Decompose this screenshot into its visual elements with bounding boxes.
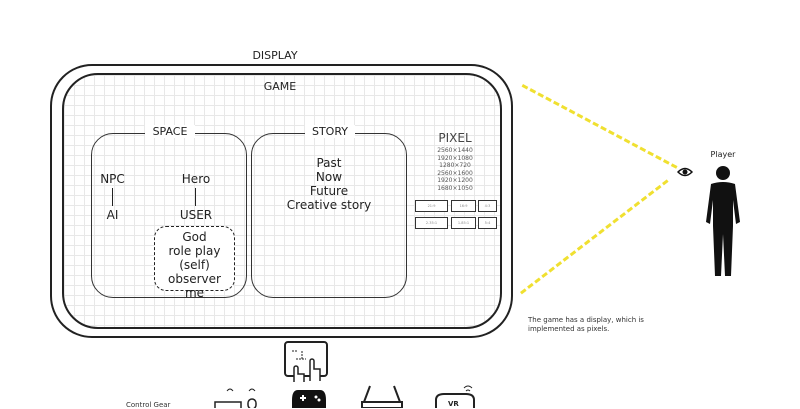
role-observer: observer xyxy=(168,272,221,286)
pixel-label: PIXEL xyxy=(438,131,472,145)
ratio-21-9: 21:9 xyxy=(415,200,448,212)
control-gear-label: Control Gear xyxy=(126,401,171,409)
display-frame xyxy=(50,64,513,338)
role-role-play: role play (self) xyxy=(168,244,221,272)
resolution-list: 2560×1440 1920×1080 1280×720 2560×1600 1… xyxy=(425,147,485,192)
eye-icon xyxy=(677,167,693,177)
story-past: Past xyxy=(316,156,342,170)
ratio-2-35: 2.35:1 xyxy=(415,217,448,229)
user-roles-box: God role play (self) observer me xyxy=(154,226,235,300)
resolution: 1680×1050 xyxy=(437,184,473,192)
display-label: DISPLAY xyxy=(240,49,310,62)
story-now: Now xyxy=(315,170,343,184)
role-god: God xyxy=(182,230,207,244)
hero-user-link xyxy=(195,188,196,206)
caption: The game has a display, which is impleme… xyxy=(528,316,644,333)
ratio-1-85: 1.85:1 xyxy=(451,217,476,229)
gamepad-icon xyxy=(292,390,326,408)
game-label: GAME xyxy=(263,80,297,93)
resolution: 1920×1080 xyxy=(437,154,473,162)
resolution: 2560×1440 xyxy=(437,147,473,154)
ar-glasses-icon xyxy=(361,385,403,408)
user-label: USER xyxy=(179,208,213,222)
role-me: me xyxy=(184,286,205,300)
resolution: 2560×1600 xyxy=(437,169,473,177)
resolution: 1920×1200 xyxy=(437,177,473,184)
vr-headset-icon: VR xyxy=(435,385,475,408)
ratio-4-3: 4:3 xyxy=(478,200,497,212)
sightline-bottom xyxy=(520,179,669,295)
space-label: SPACE xyxy=(145,125,195,138)
resolution: 1280×720 xyxy=(439,162,471,169)
story-list: Past Now Future Creative story xyxy=(279,156,379,212)
npc-label: NPC xyxy=(100,172,125,186)
npc-ai-link xyxy=(112,188,113,206)
player-silhouette-icon xyxy=(706,166,740,276)
svg-text:VR: VR xyxy=(448,400,459,408)
ratio-16-9: 16:9 xyxy=(451,200,476,212)
player-label: Player xyxy=(710,150,736,159)
hero-label: Hero xyxy=(181,172,211,186)
story-future: Future xyxy=(309,184,349,198)
story-label: STORY xyxy=(305,125,355,138)
ratio-5-4: 5:4 xyxy=(478,217,497,229)
sightline-top xyxy=(521,84,678,169)
touch-screen-icon xyxy=(284,341,328,382)
keyboard-mouse-icon xyxy=(214,388,257,408)
story-creative: Creative story xyxy=(286,198,372,212)
ai-label: AI xyxy=(106,208,119,222)
